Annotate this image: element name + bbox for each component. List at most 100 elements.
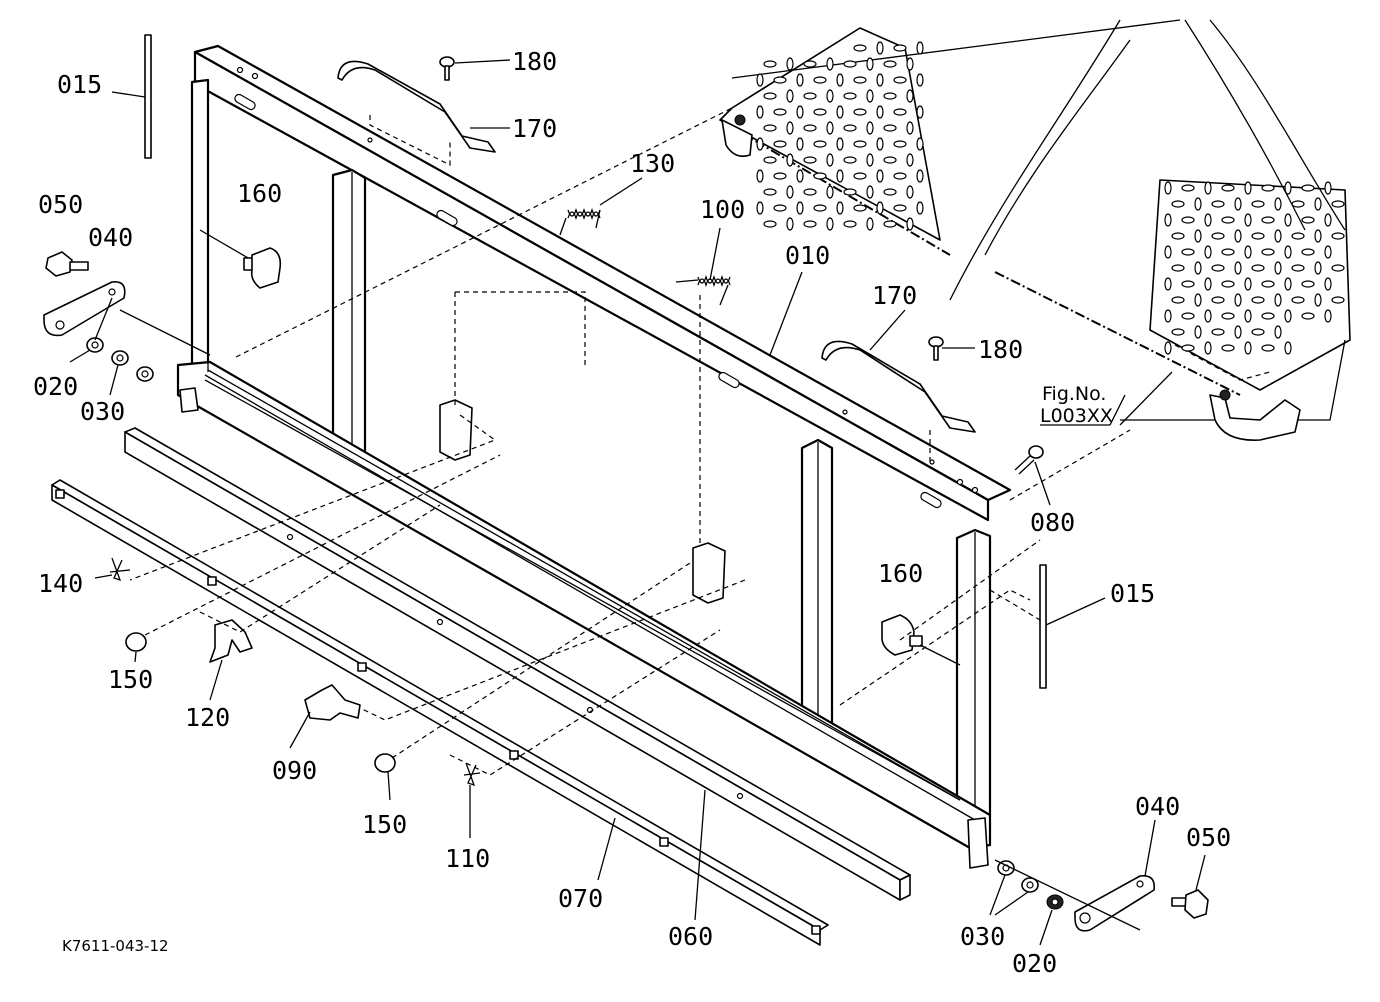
tread-mark [866, 121, 874, 135]
part-labels: 015 015 180 180 170 170 130 100 010 160 … [33, 47, 1231, 978]
reference-line1: Fig.No. [1042, 383, 1106, 405]
bar-060 [124, 427, 911, 901]
tread-mark [1314, 261, 1322, 275]
tread-mark [866, 153, 874, 167]
tread-mark [1181, 248, 1195, 256]
label-070: 070 [558, 884, 603, 913]
tread-mark [1301, 280, 1315, 288]
tread-mark [906, 57, 914, 71]
handle-170-right [821, 340, 976, 433]
tread-mark [853, 172, 867, 180]
tread-mark [1244, 309, 1252, 323]
tread-mark [876, 73, 884, 87]
tread-mark [1301, 312, 1315, 320]
tread-mark [1204, 181, 1212, 195]
tread-mark [1331, 200, 1345, 208]
tread-mark [1324, 245, 1332, 259]
tread-mark [1234, 261, 1242, 275]
tread-mark [1244, 213, 1252, 227]
tread-mark [1181, 184, 1195, 192]
tread-mark [1251, 296, 1265, 304]
tread-mark [1234, 229, 1242, 243]
screw-180-left [439, 56, 455, 81]
tread-mark [876, 105, 884, 119]
tread-mark [763, 124, 777, 132]
tread-mark [906, 185, 914, 199]
tread-mark [1221, 312, 1235, 320]
tread-mark [1314, 197, 1322, 211]
label-180-right: 180 [978, 335, 1023, 364]
tread-mark [836, 137, 844, 151]
tread-mark [1204, 309, 1212, 323]
tread-mark [876, 41, 884, 55]
cap-150-left [125, 632, 147, 652]
tread-mark [796, 169, 804, 183]
tread-mark [773, 108, 787, 116]
tread-mark [1181, 216, 1195, 224]
tread-mark [906, 89, 914, 103]
tread-mark [893, 172, 907, 180]
rod-015-left [144, 34, 152, 159]
label-160-right: 160 [878, 559, 923, 588]
tread-mark [843, 124, 857, 132]
rod-015-right [1039, 564, 1047, 689]
tread-mark [836, 201, 844, 215]
tread-mark [1181, 344, 1195, 352]
spring-100 [675, 274, 731, 306]
tread-mark [756, 137, 764, 151]
label-150-left: 150 [108, 665, 153, 694]
tread-mark [1324, 213, 1332, 227]
tread-mark [1251, 328, 1265, 336]
tread-mark [883, 60, 897, 68]
tread-mark [786, 121, 794, 135]
tread-mark [756, 105, 764, 119]
tread-mark [1261, 312, 1275, 320]
clip-110 [463, 762, 481, 787]
tread-mark [1221, 344, 1235, 352]
label-120: 120 [185, 703, 230, 732]
tread-mark [1301, 248, 1315, 256]
tread-mark [826, 89, 834, 103]
tread-mark [1291, 264, 1305, 272]
tread-mark [843, 60, 857, 68]
tread-mark [1164, 341, 1172, 355]
tread-mark [853, 76, 867, 84]
tread-mark [1164, 309, 1172, 323]
label-080: 080 [1030, 508, 1075, 537]
tread-mark [1274, 229, 1282, 243]
latch-120 [209, 619, 253, 663]
label-160-left: 160 [237, 179, 282, 208]
clip-140 [109, 557, 131, 582]
tread-mark [916, 169, 924, 183]
tread-mark [1204, 277, 1212, 291]
leader-lines [69, 59, 1206, 946]
tread-mark [916, 41, 924, 55]
tread-mark [906, 153, 914, 167]
tread-mark [1211, 232, 1225, 240]
label-030-left: 030 [80, 397, 125, 426]
tread-mark [866, 217, 874, 231]
tread-mark [1301, 184, 1315, 192]
tread-mark [906, 217, 914, 231]
tread-mark [1324, 277, 1332, 291]
tread-mark [893, 76, 907, 84]
tread-mark [773, 172, 787, 180]
tread-mark [843, 220, 857, 228]
tread-mark [1164, 277, 1172, 291]
tread-mark [1194, 229, 1202, 243]
bumper-160-right [881, 614, 961, 666]
label-050-left: 050 [38, 190, 83, 219]
tread-mark [826, 57, 834, 71]
guide-lines [119, 107, 1141, 931]
tread-mark [866, 185, 874, 199]
tread-mark [1221, 248, 1235, 256]
tread-mark [1211, 200, 1225, 208]
label-015-right: 015 [1110, 579, 1155, 608]
tread-mark [1244, 245, 1252, 259]
tread-mark [916, 137, 924, 151]
label-110: 110 [445, 844, 490, 873]
tread-mark [1331, 296, 1345, 304]
cap-150-right [374, 753, 396, 773]
